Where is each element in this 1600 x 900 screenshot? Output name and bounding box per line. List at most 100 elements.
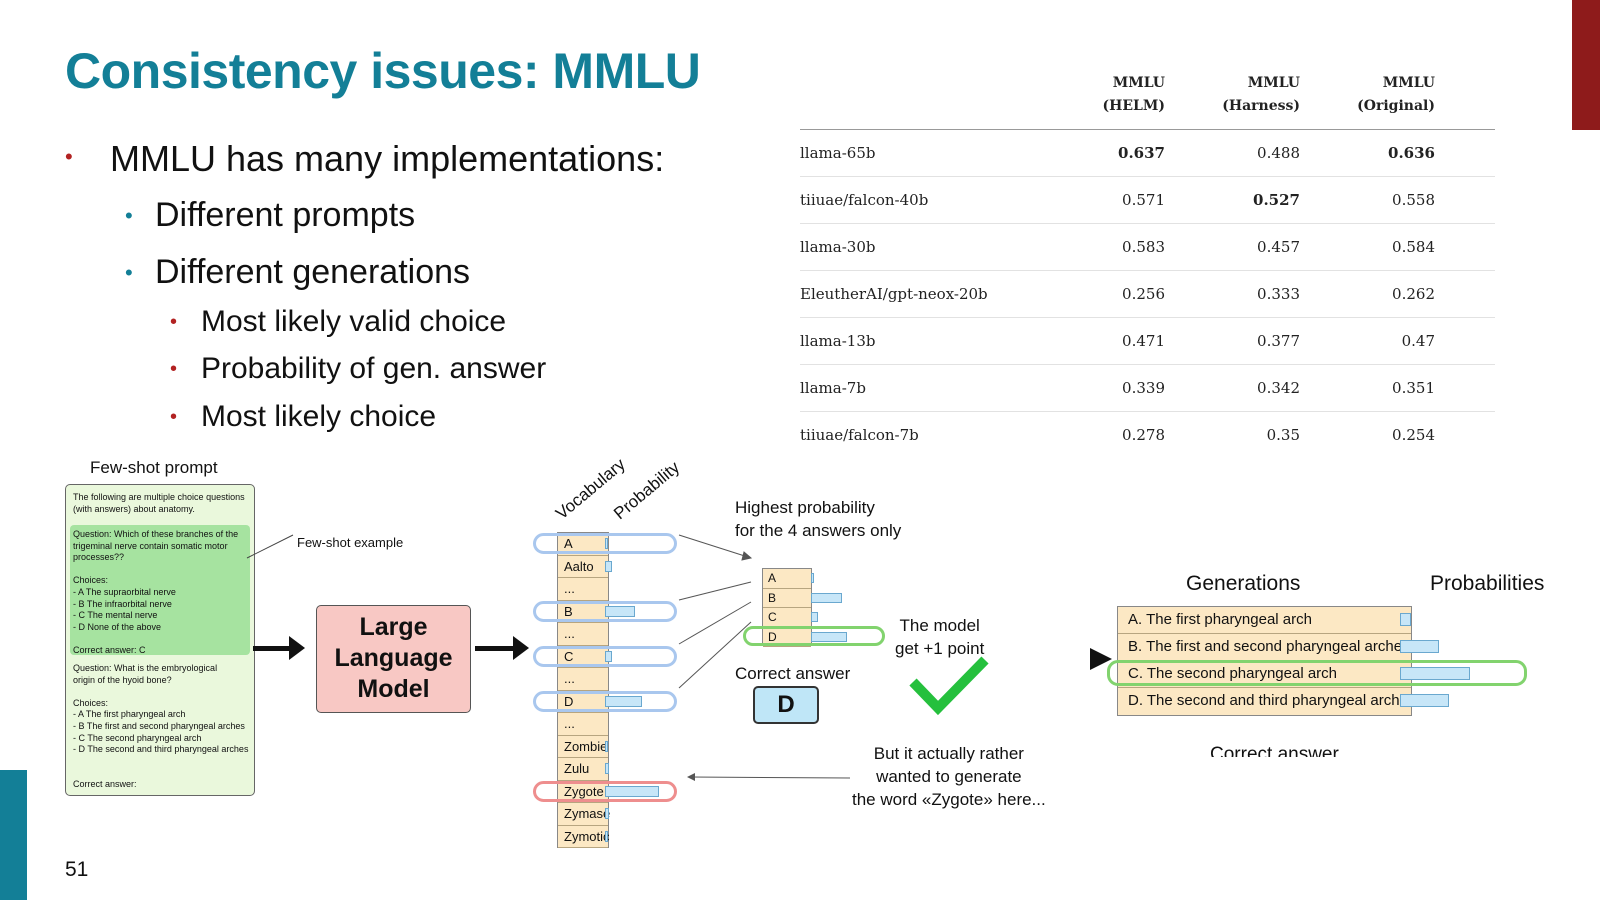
- score-cell: 0.571: [1122, 191, 1165, 209]
- table-row: llama-13b 0.471 0.377 0.47: [800, 318, 1495, 365]
- slide-title: Consistency issues: MMLU: [65, 43, 701, 99]
- prob-bar: [605, 650, 613, 662]
- vocab-token: Aalto: [558, 556, 608, 578]
- score-cell: 0.35: [1266, 426, 1300, 444]
- score-cell: 0.471: [1122, 332, 1165, 350]
- vocab-token: B: [558, 601, 608, 623]
- model-name: tiiuae/falcon-40b: [800, 191, 929, 209]
- table-header: MMLU(HELM) MMLU(Harness) MMLU(Original): [800, 70, 1495, 130]
- correct-answer-label: Correct answer: [735, 664, 851, 683]
- score-cell: 0.636: [1388, 144, 1435, 162]
- generations-title: Generations: [1186, 572, 1301, 595]
- prob-bar: [605, 560, 613, 572]
- fewshot-title: Few-shot prompt: [90, 458, 218, 477]
- vocab-token: ...: [558, 713, 608, 736]
- answer-token: B: [763, 589, 811, 608]
- bullet-dot: •: [125, 260, 133, 285]
- prob-bar: [811, 631, 847, 642]
- prob-bar: [605, 605, 635, 617]
- vocab-token: A: [558, 533, 608, 556]
- score-cell: 0.377: [1257, 332, 1300, 350]
- bullet-text: Different prompts: [155, 196, 416, 234]
- prompt-example: Question: Which of these branches of the…: [73, 529, 239, 655]
- fewshot-prompt-box: The following are multiple choice questi…: [65, 484, 255, 796]
- annotation-line: [246, 534, 294, 559]
- vocab-token: Zymotic: [558, 826, 610, 848]
- selected-generation-highlight: [1107, 660, 1527, 686]
- fewshot-example-label: Few-shot example: [297, 535, 404, 550]
- answer-token: D: [763, 628, 811, 647]
- model-point-label: The model get +1 point: [895, 616, 985, 658]
- arrow-to-vocab: [475, 636, 529, 660]
- accent-bar-top: [1572, 0, 1600, 130]
- answer-token-highlight: [533, 533, 677, 554]
- play-arrow-icon: [1090, 648, 1112, 670]
- score-cell: 0.333: [1257, 285, 1300, 303]
- vocab-token: ...: [558, 623, 608, 646]
- zygote-highlight: [533, 780, 677, 802]
- model-name: EleutherAI/gpt-neox-20b: [800, 285, 988, 303]
- bullet-dot: •: [170, 311, 178, 333]
- score-cell: 0.527: [1253, 191, 1300, 209]
- mmlu-evaluation-figure: Few-shot prompt The following are multip…: [65, 450, 1070, 850]
- generation-row: D. The second and third pharyngeal arche…: [1128, 692, 1416, 709]
- score-cell: 0.584: [1392, 238, 1435, 256]
- vocab-token: Zymase: [558, 803, 610, 826]
- table-row: tiiuae/falcon-7b 0.278 0.35 0.254: [800, 412, 1495, 459]
- zygote-note: But it actually rather wanted to generat…: [852, 744, 1046, 809]
- table-row: llama-65b 0.637 0.488 0.636: [800, 130, 1495, 177]
- answer-token-highlight: [533, 645, 677, 667]
- bullet-dot: •: [170, 406, 178, 428]
- score-cell: 0.339: [1122, 379, 1165, 397]
- score-cell: 0.488: [1257, 144, 1300, 162]
- table-row: EleutherAI/gpt-neox-20b 0.256 0.333 0.26…: [800, 271, 1495, 318]
- highest-prob-label: Highest probability for the 4 answers on…: [735, 498, 902, 540]
- score-cell: 0.583: [1122, 238, 1165, 256]
- score-cell: 0.351: [1392, 379, 1435, 397]
- answer-token-highlight: [533, 600, 677, 622]
- generation-prob-bar: [1400, 640, 1439, 653]
- fewshot-example-highlight: [70, 525, 250, 655]
- vocab-token: ...: [558, 668, 608, 691]
- score-cell: 0.637: [1118, 144, 1165, 162]
- check-icon: [909, 656, 989, 716]
- model-name: tiiuae/falcon-7b: [800, 426, 919, 444]
- generation-prob-bar: [1400, 694, 1449, 707]
- header-harness: MMLU(Harness): [1222, 75, 1300, 114]
- score-cell: 0.47: [1401, 332, 1435, 350]
- figure-arrows: [246, 534, 989, 781]
- answer-token-highlight: [533, 690, 677, 712]
- vocab-token: D: [558, 691, 608, 713]
- prob-bar: [811, 612, 819, 622]
- model-name: llama-30b: [800, 238, 876, 256]
- prob-bar: [811, 592, 842, 603]
- vocab-token: Zombie: [558, 736, 608, 758]
- generation-row: B. The first and second pharyngeal arche…: [1118, 634, 1411, 661]
- accent-bar-bottom: [0, 770, 27, 900]
- score-cell: 0.342: [1257, 379, 1300, 397]
- answer-token: C: [763, 608, 811, 628]
- prob-bar: [605, 695, 643, 707]
- score-cell: 0.278: [1122, 426, 1165, 444]
- best-answer-highlight: [743, 625, 885, 646]
- vocab-token: Zulu: [558, 758, 608, 781]
- vocab-token: C: [558, 646, 608, 668]
- vocab-to-answer-lines: [678, 534, 753, 689]
- bullet-text: Different generations: [155, 253, 471, 291]
- generation-prob-bar: [1400, 613, 1411, 626]
- bullet-dot: •: [170, 358, 178, 380]
- bullet-dot: •: [125, 203, 133, 228]
- prob-bar: [605, 740, 608, 752]
- correct-answer-label-cut: Correct answer: [1210, 744, 1339, 757]
- page-number: 51: [65, 858, 89, 881]
- prob-bar: [605, 785, 659, 797]
- prob-bar: [605, 538, 608, 549]
- score-cell: 0.262: [1392, 285, 1435, 303]
- answer-token: A: [763, 569, 811, 589]
- prob-bar: [811, 573, 814, 583]
- bullet-text: Probability of gen. answer: [201, 352, 547, 385]
- correct-answer-box: D: [753, 686, 819, 724]
- model-name: llama-65b: [800, 144, 876, 162]
